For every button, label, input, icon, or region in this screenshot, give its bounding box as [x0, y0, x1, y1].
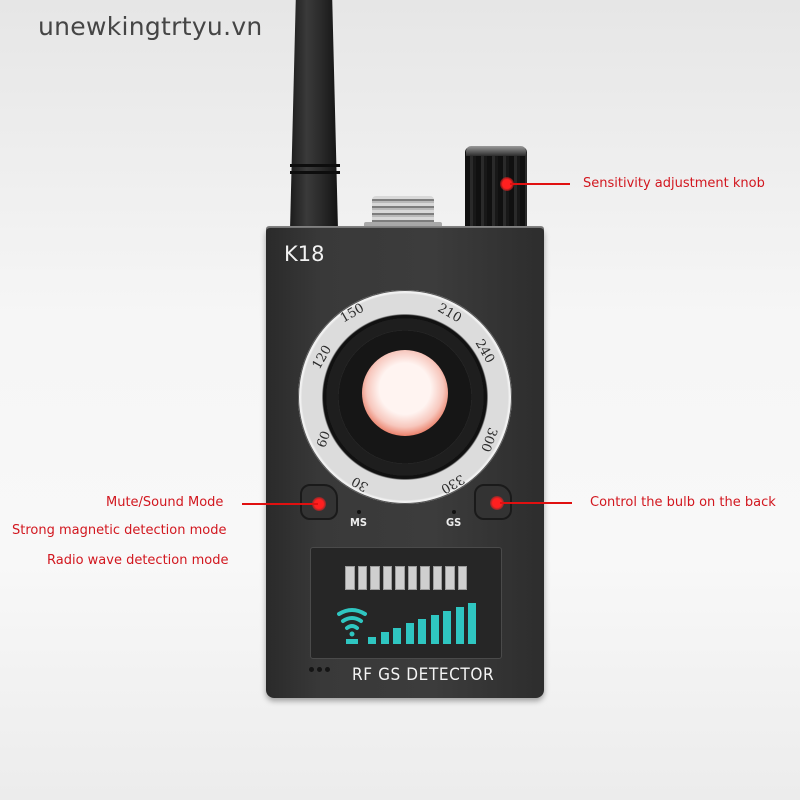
sensitivity-knob[interactable]	[465, 147, 527, 229]
led-segment	[407, 566, 417, 590]
led-segment	[395, 566, 405, 590]
signal-bar	[468, 603, 476, 644]
knob-callout-line	[510, 183, 570, 185]
ms-label: MS	[350, 516, 367, 529]
mute-callout-label: Mute/Sound Mode	[106, 495, 224, 510]
led-segment	[420, 566, 430, 590]
led-segment	[370, 566, 380, 590]
led-segment	[382, 566, 392, 590]
model-label: K18	[284, 242, 325, 266]
signal-bar	[380, 632, 389, 644]
mute-callout-line	[242, 503, 318, 505]
signal-strength-bars	[368, 602, 476, 644]
ms-indicator-dot	[357, 510, 361, 514]
magnetic-callout-label: Strong magnetic detection mode	[12, 523, 227, 538]
antenna-ring	[290, 171, 340, 174]
speaker-holes	[309, 667, 330, 672]
led-segment	[445, 566, 455, 590]
led-segment	[357, 566, 367, 590]
signal-bar	[443, 611, 451, 644]
mute-callout-dot	[312, 497, 326, 511]
bulb-callout-label: Control the bulb on the back	[590, 495, 776, 510]
led-segment	[345, 566, 355, 590]
bulb-callout-dot	[490, 496, 504, 510]
camera-lens-finder	[362, 350, 448, 436]
signal-bar	[430, 615, 439, 644]
antenna-ring	[290, 164, 340, 167]
antenna	[290, 0, 338, 230]
signal-bar	[455, 607, 464, 644]
led-segment	[457, 566, 467, 590]
radio-callout-label: Radio wave detection mode	[47, 553, 229, 568]
watermark-text: unewkingtrtyu.vn	[38, 12, 263, 41]
knob-callout-dot	[500, 177, 514, 191]
brand-label: RF GS DETECTOR	[352, 665, 495, 685]
wifi-signal-icon	[337, 608, 367, 644]
knob-callout-label: Sensitivity adjustment knob	[583, 176, 765, 191]
knob-top	[466, 146, 526, 156]
led-segment	[432, 566, 442, 590]
signal-bar	[368, 637, 376, 644]
ms-button[interactable]	[300, 484, 338, 520]
gs-label: GS	[446, 516, 462, 529]
led-segment-row	[345, 566, 467, 590]
signal-bar	[405, 623, 414, 644]
signal-bar	[418, 619, 426, 644]
gs-indicator-dot	[452, 510, 456, 514]
bulb-callout-line	[500, 502, 572, 504]
signal-bar	[393, 628, 401, 644]
